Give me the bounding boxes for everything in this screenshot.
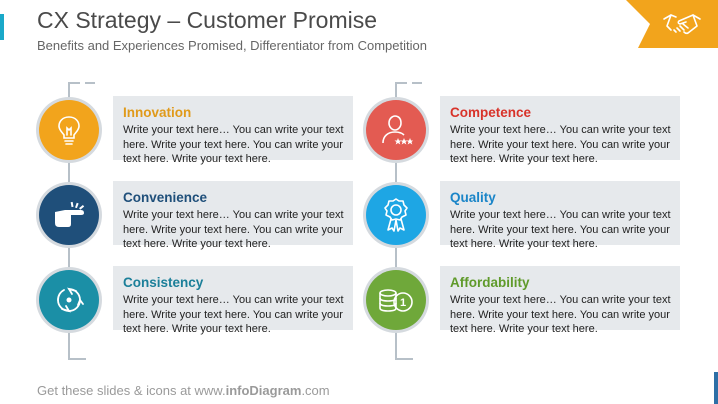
footer-suffix: .com	[301, 383, 330, 398]
consistency-circle	[39, 270, 99, 330]
card-body: Write your text here… You can write your…	[450, 124, 671, 166]
right-timeline-dash	[397, 82, 407, 84]
page-subtitle: Benefits and Experiences Promised, Diffe…	[37, 38, 427, 53]
card-title: Competence	[450, 105, 532, 120]
card-consistency: Consistency Write your text here… You ca…	[113, 266, 353, 335]
finger-snap-icon	[55, 201, 85, 227]
card-title: Quality	[450, 190, 496, 205]
page-title: CX Strategy – Customer Promise	[37, 7, 378, 33]
affordability-circle: 1	[366, 270, 426, 330]
card-body: Write your text here… You can write your…	[450, 294, 671, 336]
card-title: Convenience	[123, 190, 208, 205]
competence-circle	[366, 100, 426, 160]
circular-arrows-icon	[57, 287, 84, 313]
card-competence: Competence Write your text here… You can…	[440, 96, 680, 165]
card-convenience: Convenience Write your text here… You ca…	[113, 181, 353, 250]
card-body: Write your text here… You can write your…	[450, 209, 671, 251]
convenience-circle	[39, 185, 99, 245]
card-title: Consistency	[123, 275, 204, 290]
right-timeline-dash	[412, 82, 422, 84]
footer-credit: Get these slides & icons at www.infoDiag…	[37, 383, 330, 398]
card-body: Write your text here… You can write your…	[123, 124, 344, 166]
award-ribbon-icon	[384, 198, 408, 232]
footer-prefix: Get these slides & icons at www.	[37, 383, 226, 398]
coins-icon: 1	[379, 289, 413, 312]
card-title: Innovation	[123, 105, 192, 120]
footer-brand: infoDiagram	[225, 383, 302, 398]
card-body: Write your text here… You can write your…	[123, 294, 344, 336]
left-timeline-end	[70, 358, 86, 360]
card-innovation: Innovation Write your text here… You can…	[113, 96, 353, 165]
card-quality: Quality Write your text here… You can wr…	[440, 181, 680, 250]
right-accent-bar	[714, 372, 718, 404]
left-timeline-dash	[85, 82, 95, 84]
card-title: Affordability	[450, 275, 530, 290]
handshake-icon	[663, 14, 701, 35]
quality-circle	[366, 185, 426, 245]
right-timeline-end	[397, 358, 413, 360]
left-timeline-dash	[70, 82, 80, 84]
lightbulb-icon	[58, 116, 80, 145]
svg-text:1: 1	[400, 297, 406, 309]
corner-badge	[626, 0, 718, 48]
left-accent-bar	[0, 14, 4, 40]
person-stars-icon	[382, 115, 413, 145]
innovation-circle	[39, 100, 99, 160]
card-body: Write your text here… You can write your…	[123, 209, 344, 251]
card-affordability: Affordability Write your text here… You …	[440, 266, 680, 335]
